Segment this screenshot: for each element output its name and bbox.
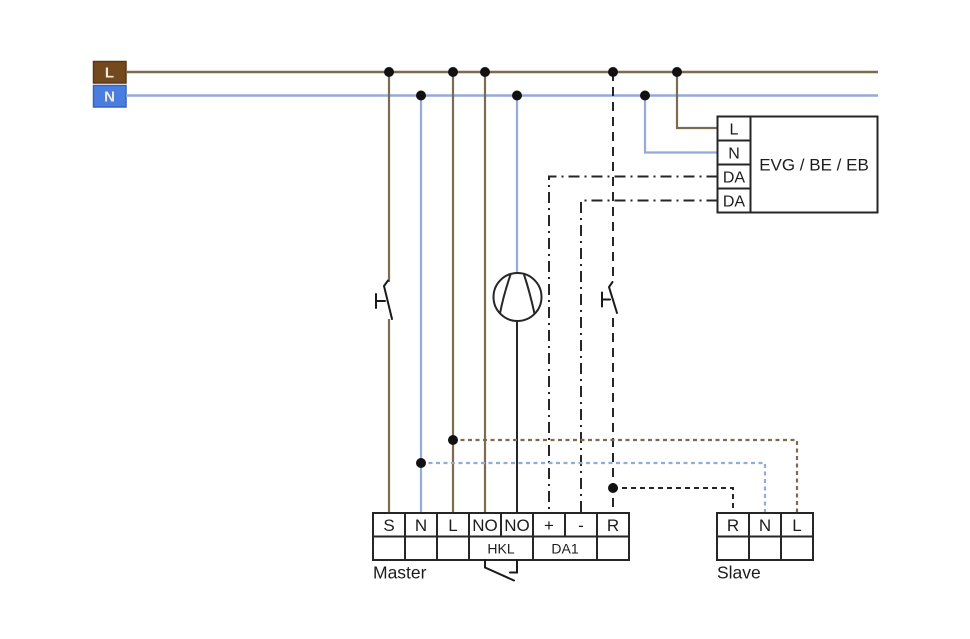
master-terminal-l: L bbox=[448, 516, 457, 535]
push-button-switch-icon bbox=[375, 279, 393, 320]
slave-l-feed-wire bbox=[453, 438, 799, 513]
slave-label: Slave bbox=[717, 563, 761, 583]
contact-blade bbox=[484, 559, 515, 582]
junction-dot bbox=[640, 90, 650, 101]
junction-dot bbox=[608, 67, 618, 77]
evg-title: EVG / BE / EB bbox=[759, 156, 869, 175]
master-wires bbox=[387, 72, 718, 513]
evg-l-wire bbox=[675, 72, 718, 130]
slave-wires bbox=[421, 438, 799, 513]
junction-dot bbox=[448, 67, 458, 77]
junction-dot bbox=[672, 67, 682, 77]
master-terminal-block: S N L NO NO + - R HKL DA1 Master bbox=[372, 512, 630, 583]
slave-top-dividers bbox=[748, 513, 782, 537]
switch-blade bbox=[607, 281, 618, 314]
dali-minus-wire bbox=[580, 199, 718, 513]
junction-dot bbox=[416, 90, 426, 101]
junction-dot bbox=[416, 458, 426, 468]
switch-actuator bbox=[601, 291, 611, 308]
slave-terminal-l: L bbox=[792, 516, 801, 535]
master-terminal-no2: NO bbox=[504, 516, 530, 535]
dali-plus-wire bbox=[548, 175, 718, 513]
junction-dot bbox=[512, 90, 522, 101]
master-terminal-n: N bbox=[415, 516, 427, 535]
evg-wires bbox=[643, 72, 718, 154]
relay-contact-icon bbox=[484, 559, 518, 582]
evg-device: L N DA DA EVG / BE / EB bbox=[716, 115, 879, 214]
evg-terminal-l: L bbox=[730, 122, 739, 139]
junction-dot bbox=[480, 67, 490, 77]
slave-bottom-row bbox=[716, 535, 814, 561]
fan-icon bbox=[492, 272, 543, 322]
slave-bottom-dividers bbox=[748, 536, 782, 560]
junction-dot bbox=[384, 67, 394, 77]
slave-terminal-n: N bbox=[759, 516, 771, 535]
push-button-switch-icon bbox=[601, 281, 618, 314]
l-phase-label: L bbox=[105, 65, 114, 82]
master-top-dividers bbox=[404, 513, 598, 537]
master-group-da1: DA1 bbox=[551, 541, 578, 557]
fan-blade bbox=[499, 274, 512, 314]
junction-dot bbox=[448, 435, 458, 445]
evg-terminal-dividers bbox=[717, 139, 751, 190]
evg-terminal-da2: DA bbox=[723, 194, 746, 211]
supply-labels: L N bbox=[92, 60, 127, 108]
slave-n-feed-wire bbox=[421, 461, 767, 513]
junction-dot bbox=[608, 483, 618, 493]
master-terminal-minus: - bbox=[578, 516, 584, 535]
evg-n-wire bbox=[643, 95, 718, 154]
master-terminal-r: R bbox=[607, 516, 619, 535]
slave-terminal-block: R N L Slave bbox=[716, 512, 814, 583]
junction-dots bbox=[384, 67, 682, 493]
slave-r-feed-wire bbox=[613, 487, 734, 513]
fan-circle bbox=[492, 272, 543, 322]
master-terminal-plus: + bbox=[544, 516, 554, 535]
n-neutral-label: N bbox=[104, 89, 115, 106]
fan-blade bbox=[523, 274, 536, 314]
switch-blade bbox=[382, 279, 393, 320]
master-bottom-dividers bbox=[404, 536, 598, 560]
switch-actuator bbox=[375, 293, 386, 309]
slave-terminal-r: R bbox=[727, 516, 739, 535]
evg-terminal-da1: DA bbox=[723, 170, 746, 187]
master-label: Master bbox=[373, 563, 427, 583]
master-terminal-no1: NO bbox=[472, 516, 498, 535]
contact-fixed-terminal bbox=[509, 559, 518, 574]
master-terminal-s: S bbox=[383, 516, 394, 535]
evg-terminal-n: N bbox=[728, 146, 740, 163]
master-group-hkl: HKL bbox=[487, 541, 514, 557]
bus-lines bbox=[126, 70, 878, 97]
evg-body-box bbox=[749, 115, 879, 214]
